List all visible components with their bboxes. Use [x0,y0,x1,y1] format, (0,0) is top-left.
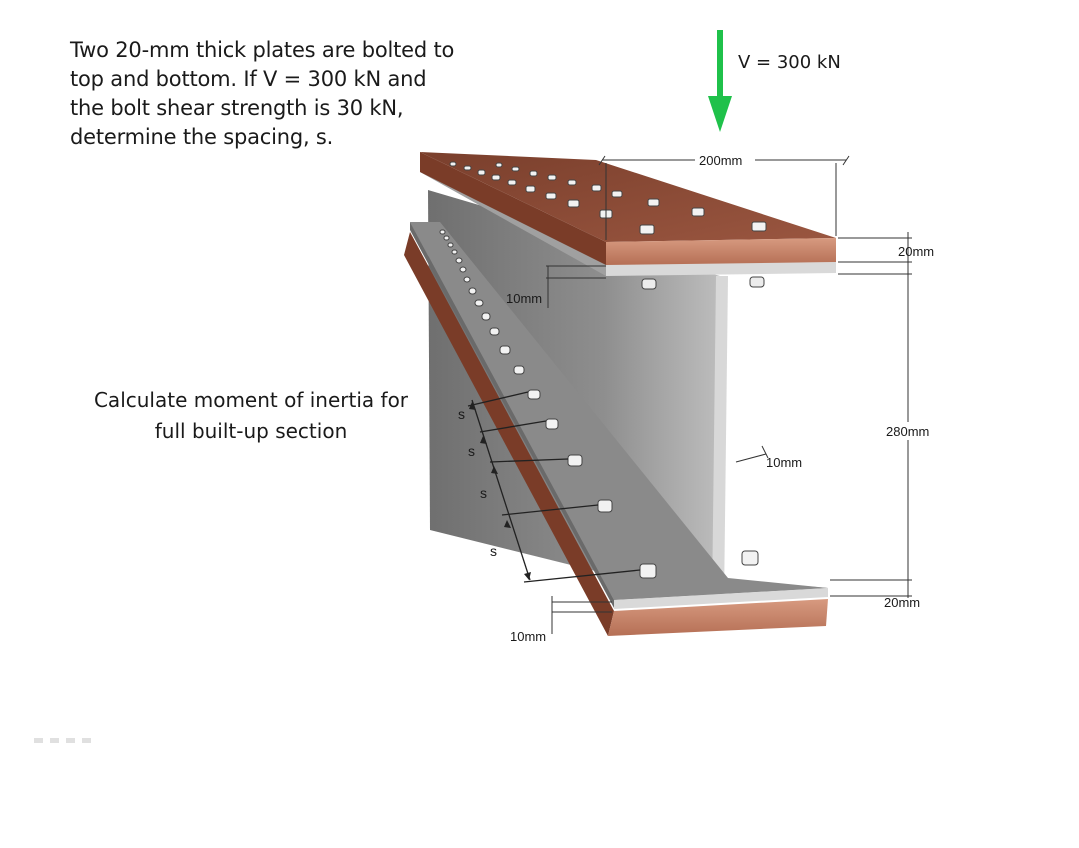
slide-controls[interactable] [34,738,91,743]
dim-plate-width [598,155,850,240]
bottom-flange-surface-main [410,222,828,600]
page-background [0,752,1079,848]
spacing-dimension-lines [467,391,641,583]
pen-tool-icon[interactable] [50,738,59,743]
top-plate-surface [420,152,836,242]
menu-icon[interactable] [66,738,75,743]
dim-top-flange [546,265,606,308]
dim-bottom-flange [551,596,612,634]
bottom-flange-edge [410,222,614,608]
bottom-plate-front [608,599,828,636]
task-statement: Calculate moment of inertia for full bui… [93,388,409,443]
top-plate-bolts [449,161,767,235]
dim-web-thickness [735,445,769,463]
dim-bottom-flange-label: 10mm [510,629,546,644]
dim-bottom-plate-label: 20mm [884,595,920,610]
bottom-plate-long-edge [404,232,614,636]
next-slide-icon[interactable] [82,738,91,743]
slide: Two 20-mm thick plates are bolted to top… [34,30,935,743]
prev-slide-icon[interactable] [34,738,43,743]
problem-statement: Two 20-mm thick plates are bolted to top… [70,38,455,149]
dim-top-flange-label: 10mm [506,291,542,306]
spacing-label-4: s [490,543,497,559]
top-plate-front [606,238,836,265]
dim-right-side [830,232,912,598]
bottom-flange-bolts [439,229,759,579]
spacing-label-3: s [480,485,487,501]
top-flange-front [606,262,836,276]
dim-web-height-label: 280mm [886,424,929,439]
dim-top-plate-label: 20mm [898,244,934,259]
load-arrow [708,30,732,132]
top-flange-nuts [641,276,765,290]
bottom-flange-front [614,588,828,609]
web-section [712,276,728,602]
top-plate-long-edge [420,152,606,265]
spacing-arrowheads [469,402,531,580]
dim-web-thickness-label: 10mm [766,455,802,470]
dim-plate-width-label: 200mm [699,153,742,168]
spacing-label-2: s [468,443,475,459]
spacing-label-1: s [458,406,465,422]
load-label: V = 300 kN [738,52,841,73]
built-up-beam-diagram: V = 300 kN 200mm 20mm 280mm 20mm [404,30,935,644]
